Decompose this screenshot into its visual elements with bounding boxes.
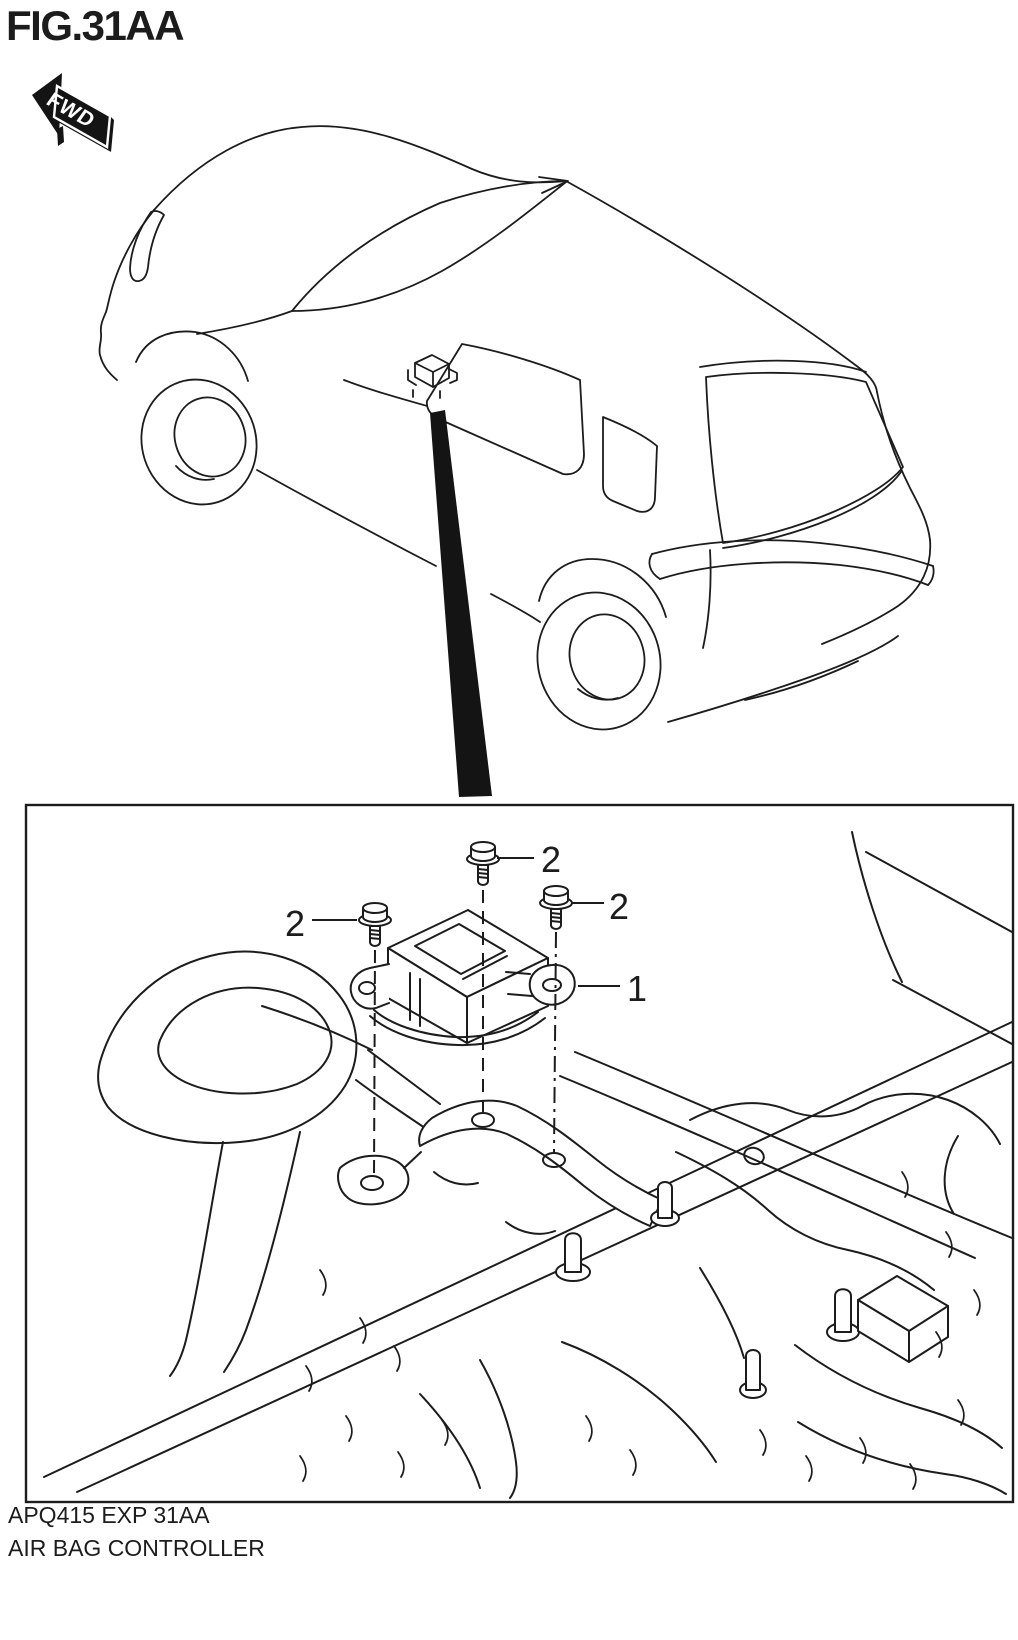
callout-controller: 1 <box>626 968 648 1009</box>
console-cushion <box>97 950 358 1145</box>
carpet-hatching <box>299 1171 981 1490</box>
front-door-window <box>426 343 585 476</box>
detail-box <box>24 803 1015 1504</box>
roof-sweep <box>291 180 567 312</box>
floor-pan-illustration <box>43 831 1013 1499</box>
callout-bolt-top: 2 <box>540 839 562 880</box>
pointer-wedge <box>430 410 492 797</box>
controller-left-ear <box>349 963 390 1010</box>
assembly-leader-lines <box>373 890 557 1177</box>
rear-wheel-arch <box>538 558 667 618</box>
rear-wheel <box>536 591 662 731</box>
airbag-controller <box>349 909 576 1047</box>
footer-catalog-code: APQ415 EXP 31AA <box>8 1502 210 1528</box>
floor-hole <box>743 1146 765 1166</box>
controller-right-face <box>466 957 549 1044</box>
front-wheel <box>140 378 258 506</box>
a-pillar <box>129 210 165 282</box>
bolt-hole-left <box>360 1175 384 1191</box>
callout-bolt-left: 2 <box>284 903 306 944</box>
leader-dashdot-right <box>553 931 557 1153</box>
airbag-controller-location-marker <box>407 354 458 399</box>
floor-studs <box>555 1181 860 1399</box>
bolt-hole-right <box>542 1152 566 1168</box>
footer-part-name: AIR BAG CONTROLLER <box>8 1535 265 1561</box>
floor-block <box>857 1275 949 1363</box>
mounting-bolt-right <box>539 885 573 930</box>
vehicle-illustration <box>98 125 935 731</box>
leader-dashed-left <box>373 949 376 1177</box>
front-wheel-arch <box>135 330 249 382</box>
mounting-bolt-left <box>358 902 392 947</box>
bolt-hole-center <box>471 1112 495 1128</box>
callout-bolt-right: 2 <box>608 886 630 927</box>
detail-box-frame <box>24 803 1015 1504</box>
controller-right-ear <box>528 963 576 1006</box>
rear-door-window <box>602 416 658 513</box>
mounting-bolt-top <box>466 841 500 886</box>
rear-window <box>705 371 904 544</box>
rear-garnish <box>651 539 934 567</box>
fwd-arrow-icon <box>32 73 114 152</box>
callout-leader-lines <box>312 857 620 987</box>
figure-title: FIG.31AA <box>6 2 185 49</box>
mounting-bracket <box>337 1099 663 1235</box>
